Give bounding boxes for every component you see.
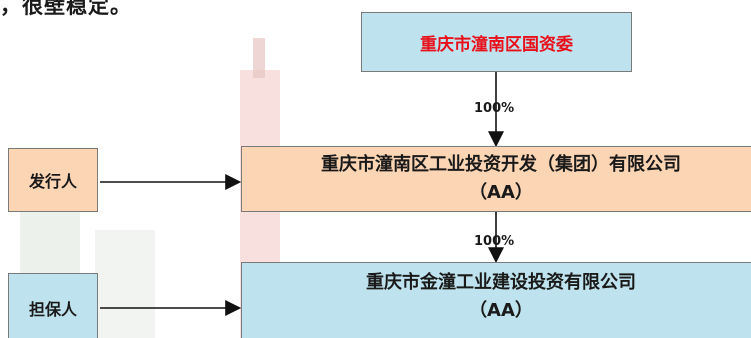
parent-entity-box: 重庆市潼南区国资委 [361,12,632,72]
parent-entity-name: 重庆市潼南区国资委 [420,34,573,55]
header-text-fragment: ，很壁稳定。 [0,0,132,18]
role-issuer-label: 发行人 [28,172,77,191]
issuer-rating: （AA） [469,182,533,203]
guarantor-rating: （AA） [469,300,533,321]
issuer-entity-name: 重庆市潼南区工业投资开发（集团）有限公司 [321,154,681,175]
role-issuer-box: 发行人 [8,148,98,212]
guarantor-entity-name: 重庆市金潼工业建设投资有限公司 [366,272,636,293]
role-guarantor-label: 担保人 [28,300,77,319]
issuer-entity-box: 重庆市潼南区工业投资开发（集团）有限公司 （AA） [241,146,751,212]
ownership-percent-2: 100% [474,234,515,249]
guarantor-entity-box: 重庆市金潼工业建设投资有限公司 （AA） [241,262,751,338]
role-guarantor-box: 担保人 [8,273,98,338]
ownership-percent-1: 100% [474,101,515,116]
